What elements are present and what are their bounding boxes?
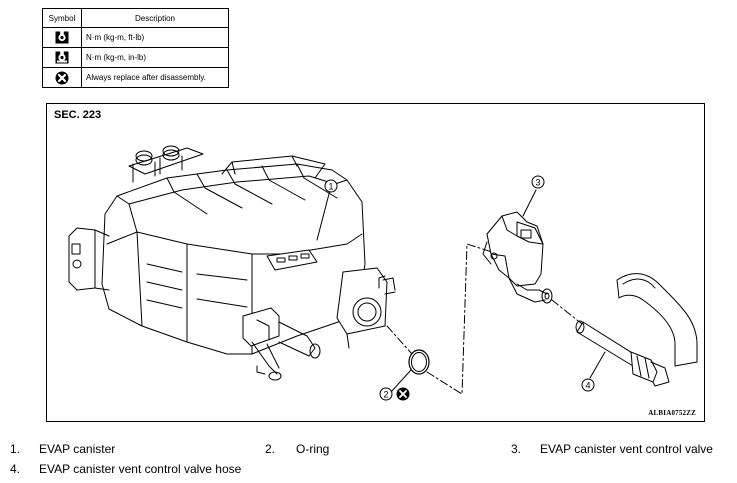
- callout-4: 4: [581, 351, 606, 392]
- symbol-legend-table: Symbol Description N·m (kg-m, ft-lb) N·m…: [42, 8, 229, 88]
- callout-4-number: 4: [585, 381, 590, 391]
- callout-3-number: 3: [535, 178, 540, 188]
- torque-wrench-ft-lb-icon: [42, 27, 82, 48]
- legend-header-description: Description: [81, 8, 229, 28]
- o-ring-drawing: [408, 349, 430, 375]
- part-label: EVAP canister vent control valve: [540, 442, 713, 456]
- legend-description: N·m (kg-m, ft-lb): [81, 27, 229, 48]
- evap-canister-drawing: [68, 145, 396, 381]
- part-label: EVAP canister: [39, 442, 116, 456]
- legend-header-row: Symbol Description: [42, 8, 229, 28]
- callout-2: 2: [379, 369, 412, 401]
- part-label: EVAP canister vent control valve hose: [39, 462, 242, 476]
- part-label: O-ring: [296, 442, 330, 456]
- section-label: SEC. 223: [54, 109, 102, 121]
- legend-header-symbol: Symbol: [42, 8, 82, 28]
- legend-row: N·m (kg-m, ft-lb): [42, 27, 229, 48]
- figure-reference-code: ALBIA0752ZZ: [648, 409, 696, 417]
- vent-control-valve-drawing: [482, 211, 553, 304]
- callout-3: 3: [522, 175, 545, 217]
- legend-row: N·m (kg-m, in-lb): [42, 47, 229, 68]
- callout-1: 1: [316, 179, 338, 241]
- torque-wrench-in-lb-icon: [42, 47, 82, 68]
- assembly-lines: [386, 243, 583, 395]
- part-number: 2.: [265, 442, 276, 456]
- part-number: 3.: [511, 442, 522, 456]
- legend-row: Always replace after disassembly.: [42, 67, 229, 88]
- legend-description: N·m (kg-m, in-lb): [81, 47, 229, 68]
- callout-1-number: 1: [328, 182, 333, 192]
- part-number: 4.: [10, 462, 21, 476]
- always-replace-icon: [42, 67, 82, 88]
- callout-2-number: 2: [383, 390, 388, 400]
- legend-description: Always replace after disassembly.: [81, 67, 229, 88]
- vent-control-valve-hose-drawing: [575, 273, 698, 387]
- always-replace-icon: [396, 387, 410, 401]
- part-number: 1.: [10, 442, 21, 456]
- exploded-view-diagram: 1 3 4 2: [68, 145, 698, 401]
- diagram-frame: SEC. 223: [46, 103, 705, 422]
